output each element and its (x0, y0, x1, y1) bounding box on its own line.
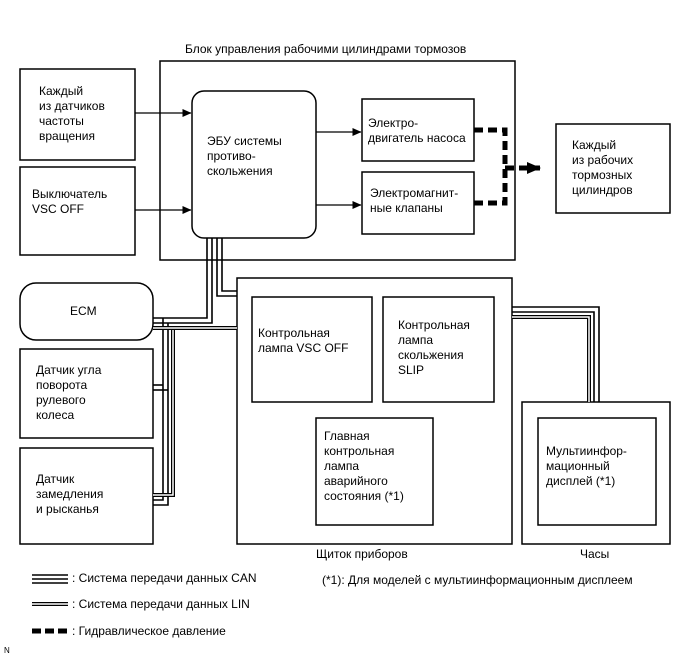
legend-can-label: : Система передачи данных CAN (72, 571, 257, 585)
solenoid-valves-label: Электромагнит- ные клапаны (370, 186, 459, 215)
ecm-label: ECM (70, 304, 97, 318)
lin-bus-lines (153, 315, 591, 497)
instrument-panel-title: Щиток приборов (316, 547, 408, 561)
wheel-cylinders-box (555, 123, 671, 214)
master-warning-label: Главная контрольная лампа аварийного сос… (324, 429, 404, 503)
vsc-off-switch-label: Выключатель VSC OFF (32, 187, 108, 216)
speed-sensors-label: Каждый из датчиков частоты вращения (39, 84, 105, 143)
wheel-cylinders-label: Каждый из рабочих тормозных цилиндров (572, 138, 634, 197)
vsc-off-lamp-label: Контрольная лампа VSC OFF (258, 326, 349, 355)
ecm-box (19, 282, 154, 341)
solenoid-valves-box (361, 171, 475, 235)
ecu-box (191, 90, 317, 239)
speed-sensors-box (19, 68, 136, 161)
slip-lamp-label: Контрольная лампа скольжения SLIP (398, 318, 470, 377)
pump-motor-box (361, 98, 475, 162)
vsc-off-switch-box (19, 166, 136, 256)
pump-motor-label: Электро- двигатель насоса (368, 116, 466, 145)
clock-frame (521, 401, 671, 545)
ecu-label: ЭБУ системы противо- скольжения (207, 134, 282, 178)
corner-mark: N (4, 646, 10, 655)
vsc-off-lamp-box (251, 296, 373, 403)
instrument-panel-frame (236, 277, 513, 545)
can-bus-lines (153, 238, 600, 506)
legend-can-symbol (32, 574, 68, 584)
master-warning-box (315, 417, 434, 526)
hydraulic-lines (474, 127, 541, 206)
multi-display-box (537, 417, 657, 526)
clock-title: Часы (580, 547, 610, 561)
yaw-sensor-box (19, 447, 154, 545)
legend-hydraulic-label: : Гидравлическое давление (72, 624, 226, 638)
legend-lin-label: : Система передачи данных LIN (72, 597, 250, 611)
footnote: (*1): Для моделей с мультиинформационным… (322, 573, 633, 587)
brake-block-frame (159, 60, 516, 261)
multi-display-label: Мультиинфор- мационный дисплей (*1) (546, 444, 627, 488)
steering-sensor-label: Датчик угла поворота рулевого колеса (36, 363, 102, 422)
brake-block-title: Блок управления рабочими цилиндрами торм… (185, 42, 467, 56)
slip-lamp-box (382, 296, 495, 403)
yaw-sensor-label: Датчик замедления и рысканья (36, 472, 104, 516)
steering-sensor-box (19, 348, 154, 439)
